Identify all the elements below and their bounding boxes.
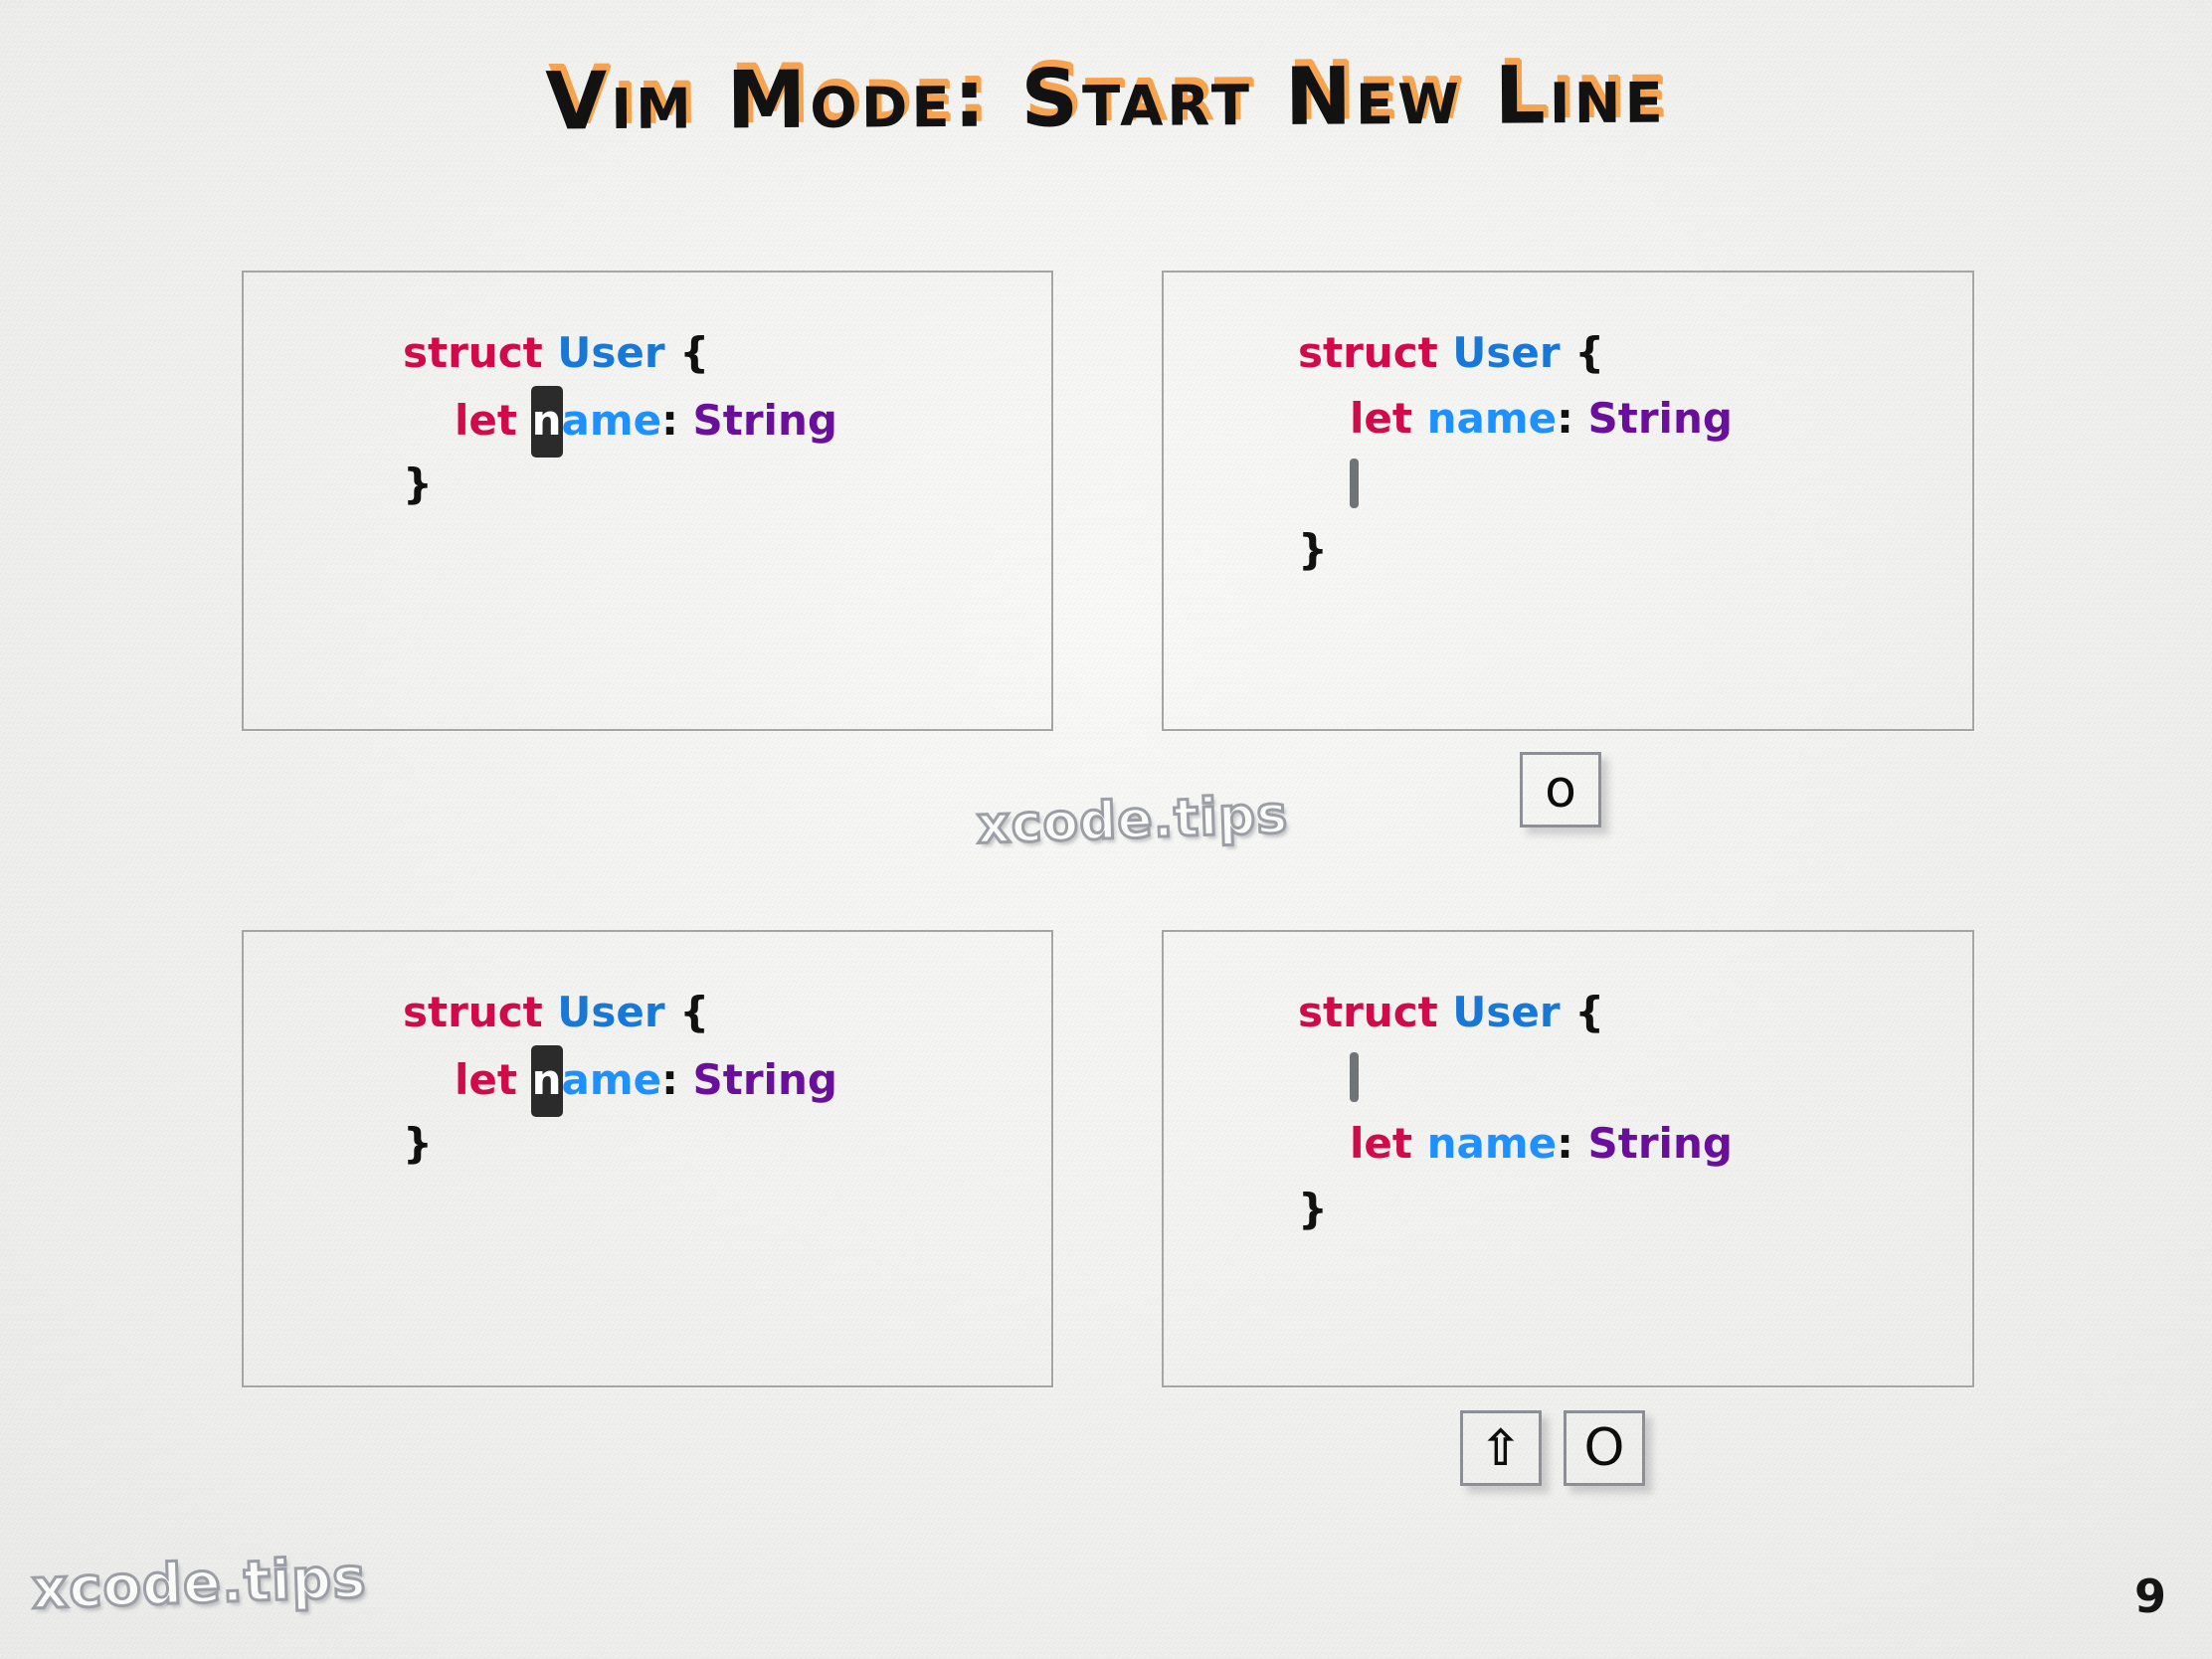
watermark-center: xcode.tips [975, 784, 1291, 857]
code-token [665, 988, 680, 1036]
code-token: User [557, 988, 665, 1036]
code-token [678, 396, 693, 445]
code-token: User [1452, 328, 1561, 377]
code-line: } [403, 1111, 837, 1177]
code-token: String [692, 1055, 837, 1104]
code-token: struct [403, 988, 543, 1036]
code-line: struct User { [403, 320, 837, 386]
code-panel-bottom-right: struct User { let name: String} [1162, 930, 1974, 1387]
code-panel-top-right: struct User {let name: String} [1162, 271, 1974, 731]
code-token: let [1350, 394, 1412, 443]
page-title: Vim Mode: Start New Line [545, 48, 1667, 148]
code-token: ame [561, 1055, 662, 1104]
code-token: struct [1298, 988, 1438, 1036]
page-number: 9 [2133, 1569, 2166, 1623]
code-line [1298, 452, 1733, 517]
code-token [1412, 1119, 1427, 1168]
code-token [1561, 328, 1575, 377]
code-token: name [1426, 394, 1558, 443]
code-line: let name: String [403, 386, 837, 458]
code-token: { [679, 988, 710, 1036]
code-block: struct User {let name: String} [1164, 273, 1733, 583]
code-token: { [679, 328, 710, 377]
code-token [543, 328, 558, 377]
code-line [1298, 1045, 1733, 1111]
key-o-cap[interactable]: O [1564, 1410, 1645, 1486]
code-token: { [1574, 328, 1605, 377]
block-cursor: n [530, 386, 563, 458]
code-line: } [1298, 1177, 1733, 1242]
code-token [1561, 988, 1575, 1036]
code-token [1438, 328, 1453, 377]
code-token [678, 1055, 693, 1104]
key-o-cap[interactable]: o [1520, 752, 1601, 828]
code-token [1573, 1119, 1588, 1168]
code-token [1438, 988, 1453, 1036]
code-token: } [403, 460, 433, 508]
key-shift-cap[interactable]: ⇧ [1460, 1410, 1542, 1486]
code-token: : [1557, 1119, 1573, 1168]
code-line: struct User { [1298, 980, 1733, 1045]
code-token: } [403, 1119, 433, 1168]
code-token: : [661, 1055, 678, 1104]
code-token: let [1350, 1119, 1412, 1168]
code-token: struct [1298, 328, 1438, 377]
code-token [517, 1055, 532, 1104]
code-panel-bottom-left: struct User {let name: String} [242, 930, 1053, 1387]
code-token: name [1426, 1119, 1558, 1168]
code-line: } [403, 452, 837, 517]
key-hint-group-lowercase-o: o [1520, 752, 1601, 828]
code-token [543, 988, 558, 1036]
code-token: User [1452, 988, 1561, 1036]
code-token: { [1574, 988, 1605, 1036]
code-token: } [1298, 1185, 1328, 1233]
code-token: } [1298, 525, 1328, 574]
code-token: String [692, 396, 837, 445]
code-token [1412, 394, 1427, 443]
code-line: let name: String [1298, 1111, 1733, 1177]
code-token: : [661, 396, 678, 445]
insert-caret [1350, 459, 1359, 508]
code-line: let name: String [403, 1045, 837, 1117]
code-token: : [1557, 394, 1573, 443]
code-token: struct [403, 328, 543, 377]
code-token: String [1587, 1119, 1733, 1168]
code-line: let name: String [1298, 386, 1733, 452]
code-token: let [455, 1055, 517, 1104]
code-line: struct User { [403, 980, 837, 1045]
code-line: struct User { [1298, 320, 1733, 386]
key-hint-group-shift-o: ⇧O [1460, 1410, 1645, 1486]
code-token: let [455, 396, 517, 445]
code-block: struct User { let name: String} [1164, 932, 1733, 1242]
insert-caret [1350, 1052, 1359, 1102]
code-token [1573, 394, 1588, 443]
code-token [517, 396, 532, 445]
code-block: struct User {let name: String} [244, 273, 837, 517]
code-token: String [1587, 394, 1733, 443]
code-token: User [557, 328, 665, 377]
code-token: ame [561, 396, 662, 445]
code-panel-top-left: struct User {let name: String} [242, 271, 1053, 731]
code-block: struct User {let name: String} [244, 932, 837, 1177]
code-token [665, 328, 680, 377]
watermark-corner: xcode.tips [29, 1545, 369, 1624]
code-line: } [1298, 517, 1733, 583]
block-cursor: n [530, 1045, 563, 1117]
